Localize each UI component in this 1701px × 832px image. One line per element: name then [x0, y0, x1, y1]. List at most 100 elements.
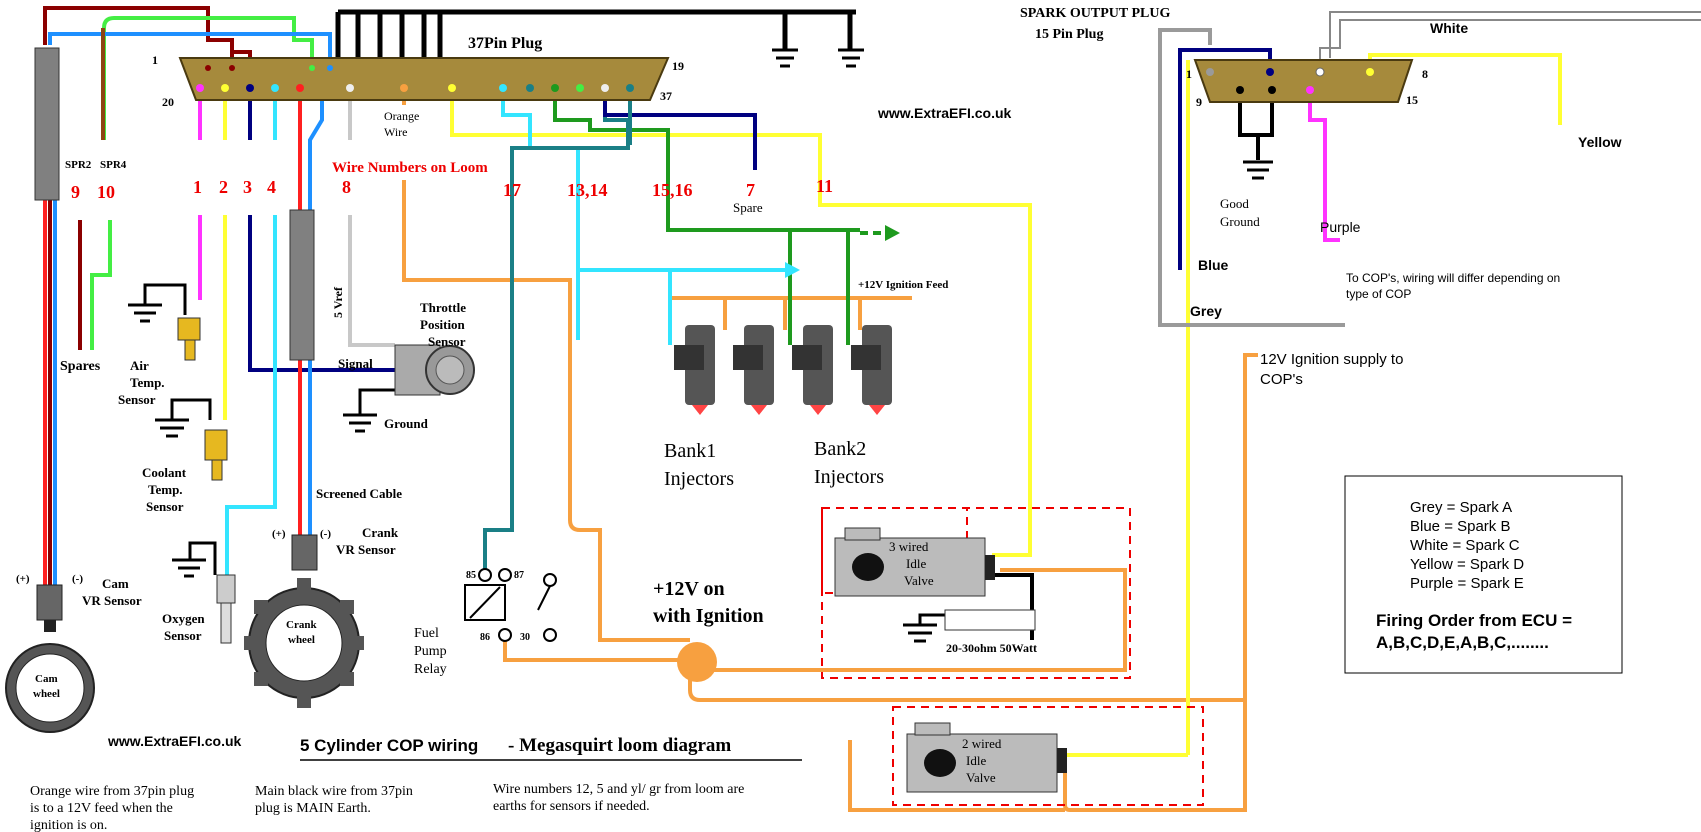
ground-symbols: [128, 40, 1273, 643]
label-air-3: Sensor: [118, 392, 156, 407]
wire-cyan-top: [48, 32, 332, 75]
label-cam-1: Cam: [102, 576, 129, 591]
label-crank-1: Crank: [362, 525, 399, 540]
text-layer-sans: White Yellow Grey Blue Purple To COP's, …: [107, 20, 1622, 755]
plug15-title-1: SPARK OUTPUT PLUG: [1020, 6, 1170, 21]
plug37-pin1: 1: [152, 53, 158, 67]
screen-cable-sleeve: [34, 47, 315, 361]
fuel-pump-relay: [464, 568, 557, 642]
wire-white-cop: [1319, 11, 1701, 60]
cam-sensor: [5, 584, 95, 733]
oxygen-sensor: [216, 574, 236, 644]
plug37-pin19: 19: [672, 59, 684, 73]
wire-navy-7: [603, 95, 757, 170]
label-cam-plus: (+): [16, 573, 30, 585]
label-screened-cable: Screened Cable: [316, 486, 402, 501]
injector-icon: [792, 325, 833, 415]
wire-2wire-ign: [1063, 700, 1247, 812]
wire-green-1516: [553, 85, 860, 232]
wire-spares: [78, 220, 112, 350]
label-air-1: Air: [130, 358, 149, 373]
label-fuel-2: Pump: [414, 644, 447, 659]
wire-grey-cop: [1158, 28, 1345, 327]
throttle-position-sensor: [394, 344, 475, 396]
wire-number: 3: [243, 177, 252, 197]
label-spare: Spare: [733, 200, 763, 215]
plug-37pin: [178, 57, 670, 101]
earth-bus-wire: [335, 9, 856, 70]
label-bank2-1: Bank2: [814, 438, 866, 460]
label-wire-numbers: Wire Numbers on Loom: [332, 160, 488, 176]
label-good-ground-2: Ground: [1220, 214, 1260, 229]
label-spares: Spares: [60, 359, 101, 374]
injectors: [674, 325, 892, 415]
plug-15pin: [1193, 59, 1414, 103]
wire-inj-cyan: [576, 270, 672, 345]
legend-box: [1344, 475, 1623, 674]
wire-number: 13,14: [567, 180, 608, 200]
label-air-2: Temp.: [130, 375, 165, 390]
label-orange-wire-1: Orange: [384, 109, 419, 123]
wire-yellow-cop: [1058, 60, 1190, 757]
label-orange-wire-2: Wire: [384, 125, 408, 139]
wire-number: 7: [746, 180, 755, 200]
label-cam-wheel-2: wheel: [33, 688, 60, 700]
plug15-title-2: 15 Pin Plug: [1035, 27, 1103, 42]
plug15-pin15: 15: [1406, 93, 1418, 107]
label-yellow: Yellow: [1578, 134, 1622, 150]
label-cool-3: Sensor: [146, 499, 184, 514]
label-ground: Ground: [384, 416, 429, 431]
label-vref: 5 Vref: [331, 286, 345, 318]
legend-line: White = Spark C: [1410, 537, 1520, 554]
title-sub: - Megasquirt loom diagram: [508, 735, 731, 756]
plug15-pin1: 1: [1186, 67, 1192, 81]
label-cool-2: Temp.: [148, 482, 183, 497]
note-1-line-2: is to a 12V feed when the: [30, 801, 173, 816]
label-spr4: SPR4: [100, 159, 127, 171]
ground-icon: [903, 613, 945, 643]
plug15-pin9: 9: [1196, 95, 1202, 109]
wire-number: 10: [97, 182, 115, 202]
ground-icon: [772, 40, 798, 68]
label-signal: Signal: [338, 356, 373, 371]
plug15-pin8: 8: [1422, 67, 1428, 81]
label-oxy-1: Oxygen: [162, 611, 205, 626]
label-good-ground-1: Good: [1220, 196, 1249, 211]
wire-3-navy: [248, 85, 395, 372]
label-on-ign-1: +12V on: [653, 578, 725, 600]
arrows: [740, 225, 900, 278]
ground-icon: [172, 541, 217, 578]
label-crank-wheel-2: wheel: [288, 634, 315, 646]
wire-number: 8: [342, 177, 351, 197]
note-2-line-2: plug is MAIN Earth.: [255, 801, 371, 816]
injector-icon: [733, 325, 774, 415]
idle-box-2wire: [892, 706, 1204, 806]
label-iv2-2: Idle: [966, 753, 986, 768]
label-cam-minus: (-): [72, 573, 83, 585]
note-1-line-1: Orange wire from 37pin plug: [30, 784, 194, 799]
label-relay-86: 86: [480, 632, 490, 643]
wire-number: 4: [267, 177, 276, 197]
wire-8-grey: [348, 85, 395, 347]
wire-number: 2: [219, 177, 228, 197]
ground-icon: [343, 388, 395, 433]
ground-icon: [155, 398, 212, 438]
note-3-line-1: Wire numbers 12, 5 and yl/ gr from loom …: [493, 782, 744, 797]
label-on-ign-2: with Ignition: [653, 605, 764, 627]
label-purple: Purple: [1320, 219, 1361, 235]
label-fuel-3: Relay: [414, 662, 447, 677]
wire-purple-cop: [1308, 85, 1340, 242]
label-relay-87: 87: [514, 570, 524, 581]
label-iv3-3: Valve: [904, 573, 934, 588]
label-spr2: SPR2: [65, 159, 92, 171]
wire-teal-17: [483, 85, 630, 575]
ground-icon: [128, 283, 187, 323]
wire-number: 1: [193, 177, 202, 197]
label-relay-30: 30: [520, 632, 530, 643]
legend-line: Blue = Spark B: [1410, 518, 1510, 535]
idle-valve-2wire: [906, 722, 1067, 793]
wire-lime-top: [102, 16, 314, 140]
crank-sensor: [244, 534, 364, 708]
label-bank2-2: Injectors: [814, 466, 884, 488]
